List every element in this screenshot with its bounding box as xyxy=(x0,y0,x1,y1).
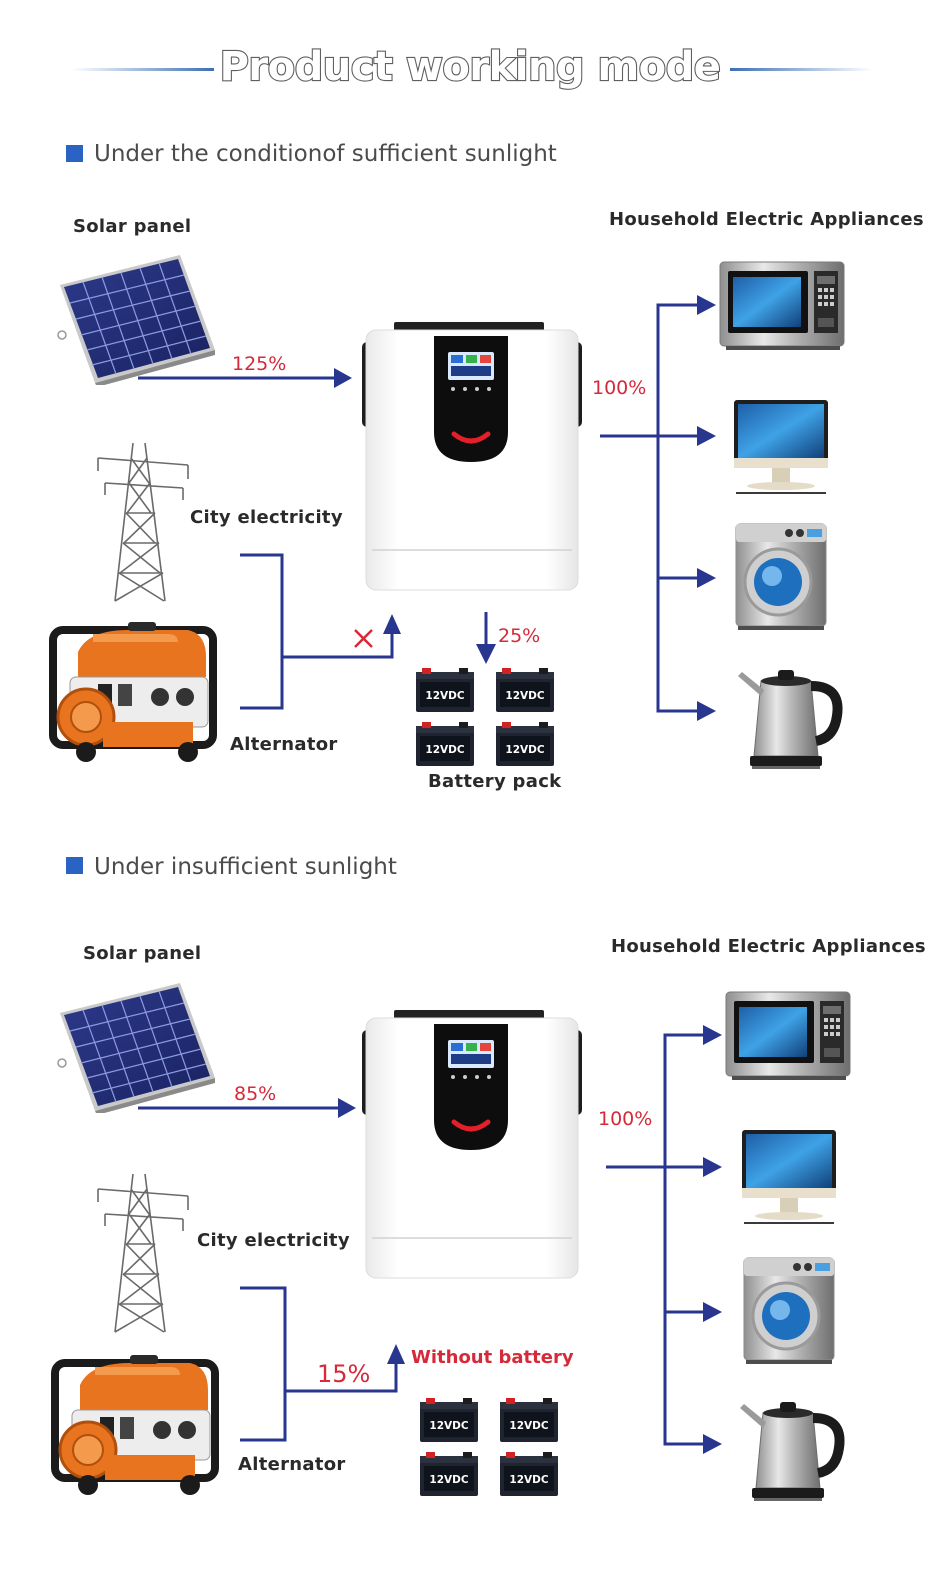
washing-machine-icon xyxy=(742,1256,836,1366)
appliance-arrow xyxy=(703,1302,722,1322)
appliances-label: Household Electric Appliances xyxy=(609,209,924,230)
battery-pack-label: Battery pack xyxy=(428,771,562,792)
kettle-icon xyxy=(740,1402,840,1501)
grid-to-inverter-line xyxy=(282,632,394,659)
title-block: Product working mode xyxy=(72,43,872,91)
alternator-label: Alternator xyxy=(230,734,338,755)
appliance-arrow xyxy=(703,1434,722,1454)
power-pylon-icon xyxy=(97,443,189,602)
solar-percent: 125% xyxy=(232,353,286,375)
kettle-icon xyxy=(738,670,838,769)
inverter-icon xyxy=(362,1010,582,1278)
section-marker xyxy=(66,145,83,162)
city-electricity-label: City electricity xyxy=(190,507,343,528)
section-heading: Under the conditionof sufficient sunligh… xyxy=(94,141,557,167)
appliance-arrow xyxy=(703,1025,722,1045)
solar-panel-label: Solar panel xyxy=(83,943,201,964)
output-percent: 100% xyxy=(598,1108,652,1130)
monitor-icon xyxy=(734,400,828,494)
section-insufficient-sunlight: Under insufficient sunlight Solar panel … xyxy=(55,854,926,1501)
appliance-arrow xyxy=(697,568,716,588)
battery-percent: 25% xyxy=(498,625,540,647)
grid-percent: 15% xyxy=(317,1360,370,1388)
inverter-icon xyxy=(362,322,582,590)
generator-icon xyxy=(55,1355,215,1495)
battery-icon xyxy=(496,668,554,712)
solar-panel-label: Solar panel xyxy=(73,216,191,237)
microwave-icon xyxy=(719,261,845,351)
section-marker xyxy=(66,857,83,874)
output-percent: 100% xyxy=(592,377,646,399)
battery-flow-arrow xyxy=(476,644,496,664)
title-rule-left xyxy=(72,68,214,71)
alternator-label: Alternator xyxy=(238,1454,346,1475)
appliance-arrow xyxy=(703,1157,722,1177)
battery-pack xyxy=(416,668,554,766)
solar-flow-arrow xyxy=(334,368,352,388)
grid-bracket xyxy=(240,1286,287,1442)
grid-to-inverter-arrow xyxy=(387,1344,405,1364)
solar-panel-icon xyxy=(57,255,216,385)
battery-icon xyxy=(416,668,474,712)
x-mark-icon xyxy=(354,629,373,648)
appliances-label: Household Electric Appliances xyxy=(611,936,926,957)
city-electricity-label: City electricity xyxy=(197,1230,350,1251)
battery-icon xyxy=(420,1452,478,1496)
grid-bracket xyxy=(240,553,284,710)
solar-percent: 85% xyxy=(234,1083,276,1105)
generator-icon xyxy=(53,622,213,762)
appliance-arrow xyxy=(697,426,716,446)
section-sufficient-sunlight: Under the conditionof sufficient sunligh… xyxy=(53,141,924,792)
appliance-bus xyxy=(656,303,698,713)
grid-to-inverter-arrow xyxy=(383,614,401,634)
solar-panel-icon xyxy=(57,983,216,1113)
grid-to-inverter-line xyxy=(285,1362,398,1393)
without-battery-note: Without battery xyxy=(411,1347,574,1368)
battery-pack xyxy=(420,1398,558,1496)
battery-icon xyxy=(496,722,554,766)
monitor-icon xyxy=(742,1130,836,1224)
section-heading: Under insufficient sunlight xyxy=(94,854,397,880)
appliance-arrow xyxy=(697,701,716,721)
appliance-arrow xyxy=(697,295,716,315)
battery-icon xyxy=(420,1398,478,1442)
appliance-bus xyxy=(663,1033,704,1446)
battery-icon xyxy=(500,1452,558,1496)
title-rule-right xyxy=(730,68,872,71)
battery-icon xyxy=(500,1398,558,1442)
power-pylon-icon xyxy=(97,1174,189,1333)
page-title: Product working mode xyxy=(220,44,721,90)
battery-icon xyxy=(416,722,474,766)
microwave-icon xyxy=(725,991,851,1081)
solar-flow-arrow xyxy=(338,1098,356,1118)
washing-machine-icon xyxy=(734,522,828,632)
